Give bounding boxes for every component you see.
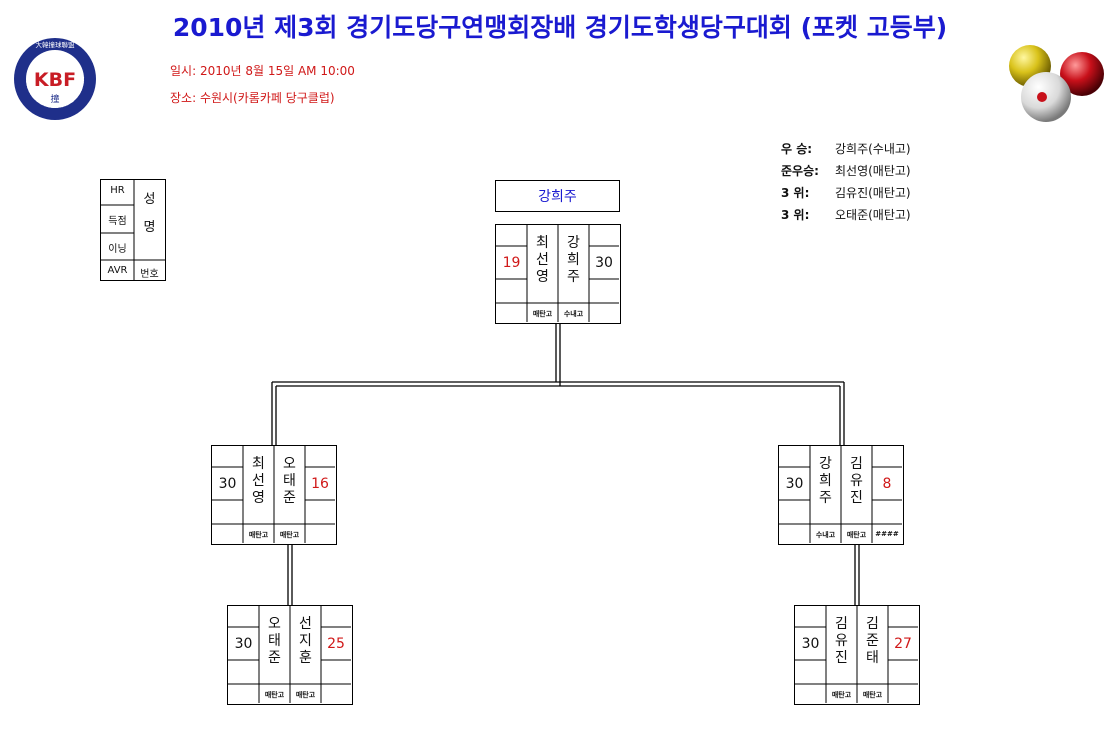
kbf-logo: KOREA BILLIARDS FEDERATION 大韓撞球聯盟 KBF 撞 bbox=[9, 30, 98, 122]
event-venue: 장소: 수원시(카롬카페 당구클럽) bbox=[170, 91, 335, 105]
overflow-marker: #### bbox=[875, 530, 899, 538]
legend-points: 득점 bbox=[108, 216, 127, 227]
standing-value: 최선영(매탄고) bbox=[835, 164, 911, 178]
match-card-grid bbox=[228, 606, 351, 703]
player-name: 오 태 준 bbox=[268, 616, 281, 666]
logo-letters: KBF bbox=[34, 69, 76, 91]
legend-hr: HR bbox=[110, 185, 125, 196]
billiard-balls-icon bbox=[1002, 42, 1108, 124]
legend-inning: 이닝 bbox=[108, 244, 127, 255]
champion-box: 강희주 bbox=[495, 180, 620, 212]
standing-row: 3 위: 김유진(매탄고) bbox=[781, 182, 911, 204]
right-score: 25 bbox=[327, 636, 345, 652]
player-school: 매탄고 bbox=[264, 691, 285, 699]
player-name: 최 선 영 bbox=[252, 456, 265, 506]
player-name: 오 태 준 bbox=[283, 456, 296, 506]
right-score: 16 bbox=[311, 476, 329, 492]
right-score: 30 bbox=[595, 255, 613, 271]
player-school: 매탄고 bbox=[831, 691, 852, 699]
player-school: 매탄고 bbox=[846, 531, 867, 539]
standing-row: 우 승: 강희주(수내고) bbox=[781, 138, 911, 160]
standing-label: 우 승: bbox=[781, 142, 813, 156]
right-score: 27 bbox=[894, 636, 912, 652]
logo-center-hanja: 撞 bbox=[50, 93, 59, 105]
match-card-grid bbox=[212, 446, 335, 543]
match-card-grid bbox=[496, 225, 619, 322]
standing-value: 강희주(수내고) bbox=[835, 142, 911, 156]
standing-label: 준우승: bbox=[781, 164, 819, 178]
standing-value: 오태준(매탄고) bbox=[835, 208, 911, 222]
standing-row: 준우승: 최선영(매탄고) bbox=[781, 160, 911, 182]
event-date: 일시: 2010년 8월 15일 AM 10:00 bbox=[170, 64, 355, 78]
player-school: 매탄고 bbox=[248, 531, 269, 539]
player-name: 최 선 영 bbox=[536, 235, 549, 285]
player-name: 선 지 훈 bbox=[299, 616, 312, 666]
right-score: 8 bbox=[882, 476, 892, 492]
player-school: 수내고 bbox=[815, 531, 836, 539]
left-score: 30 bbox=[234, 636, 253, 652]
player-name: 김 준 태 bbox=[866, 616, 879, 666]
legend-number: 번호 bbox=[140, 269, 159, 280]
final-standings: 우 승: 강희주(수내고) 준우승: 최선영(매탄고) 3 위: 김유진(매탄고) 3… bbox=[781, 138, 911, 226]
player-school: 매탄고 bbox=[295, 691, 316, 699]
player-school: 매탄고 bbox=[862, 691, 883, 699]
legend-box: HR 득점 이닝 AVR 성 명 번호 bbox=[100, 179, 166, 281]
player-name: 김 유 진 bbox=[850, 456, 863, 506]
standing-row: 3 위: 오태준(매탄고) bbox=[781, 204, 911, 226]
champion-name: 강희주 bbox=[538, 189, 577, 205]
player-school: 매탄고 bbox=[279, 531, 300, 539]
match-card-grid bbox=[795, 606, 918, 703]
player-name: 김 유 진 bbox=[835, 616, 848, 666]
page-title: 2010년 제3회 경기도당구연맹회장배 경기도학생당구대회 (포켓 고등부) bbox=[172, 13, 948, 42]
player-name: 강 희 주 bbox=[819, 456, 832, 506]
standing-value: 김유진(매탄고) bbox=[835, 186, 911, 200]
left-score: 30 bbox=[785, 476, 804, 492]
left-score: 30 bbox=[218, 476, 237, 492]
player-name: 강 희 주 bbox=[567, 235, 580, 285]
legend-avr: AVR bbox=[107, 265, 128, 276]
match-card-grid bbox=[779, 446, 902, 543]
player-school: 수내고 bbox=[563, 310, 584, 318]
left-score: 30 bbox=[801, 636, 820, 652]
legend-name: 성 명 bbox=[143, 192, 156, 235]
logo-hanja: 大韓撞球聯盟 bbox=[36, 40, 76, 49]
standing-label: 3 위: bbox=[781, 186, 810, 200]
player-school: 매탄고 bbox=[532, 310, 553, 318]
standing-label: 3 위: bbox=[781, 208, 810, 222]
left-score: 19 bbox=[502, 255, 521, 271]
